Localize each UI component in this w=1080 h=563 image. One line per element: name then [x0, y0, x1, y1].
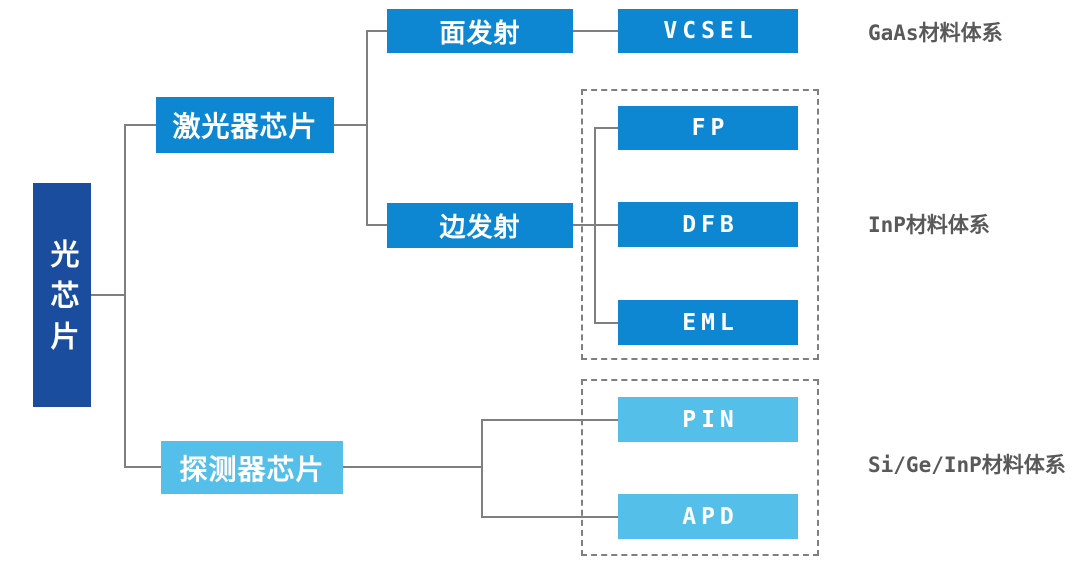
annotation-gaas-material-system: GaAs材料体系 [868, 21, 1003, 45]
node-detector-chip: 探测器芯片 [161, 441, 343, 494]
detector-group-outline [581, 379, 819, 556]
connector-line [91, 294, 124, 296]
connector-line [124, 466, 161, 468]
node-dfb: DFB [618, 202, 798, 247]
connector-line [481, 419, 483, 517]
inp-group-outline [581, 89, 819, 360]
connector-line [334, 124, 366, 126]
node-eml: EML [618, 300, 798, 345]
connector-line [573, 224, 594, 226]
node-surface-emitting: 面发射 [387, 9, 573, 53]
connector-line [594, 127, 618, 129]
annotation-si-ge-inp-material-system: Si/Ge/InP材料体系 [868, 453, 1066, 477]
connector-line [366, 30, 387, 32]
connector-line [366, 224, 387, 226]
connector-line [573, 30, 618, 32]
connector-line [594, 322, 618, 324]
connector-line [366, 30, 368, 226]
connector-line [124, 124, 156, 126]
connector-line [124, 124, 126, 468]
node-edge-emitting: 边发射 [387, 203, 573, 248]
connector-line [481, 516, 618, 518]
node-fp: FP [618, 106, 798, 150]
annotation-inp-material-system: InP材料体系 [868, 213, 990, 237]
node-vcsel: VCSEL [618, 9, 798, 53]
node-pin: PIN [618, 397, 798, 442]
connector-line [343, 466, 481, 468]
node-apd: APD [618, 494, 798, 539]
connector-line [594, 224, 618, 226]
node-optical-chip: 光芯片 [33, 183, 91, 407]
node-laser-chip: 激光器芯片 [156, 97, 334, 153]
connector-line [481, 419, 618, 421]
